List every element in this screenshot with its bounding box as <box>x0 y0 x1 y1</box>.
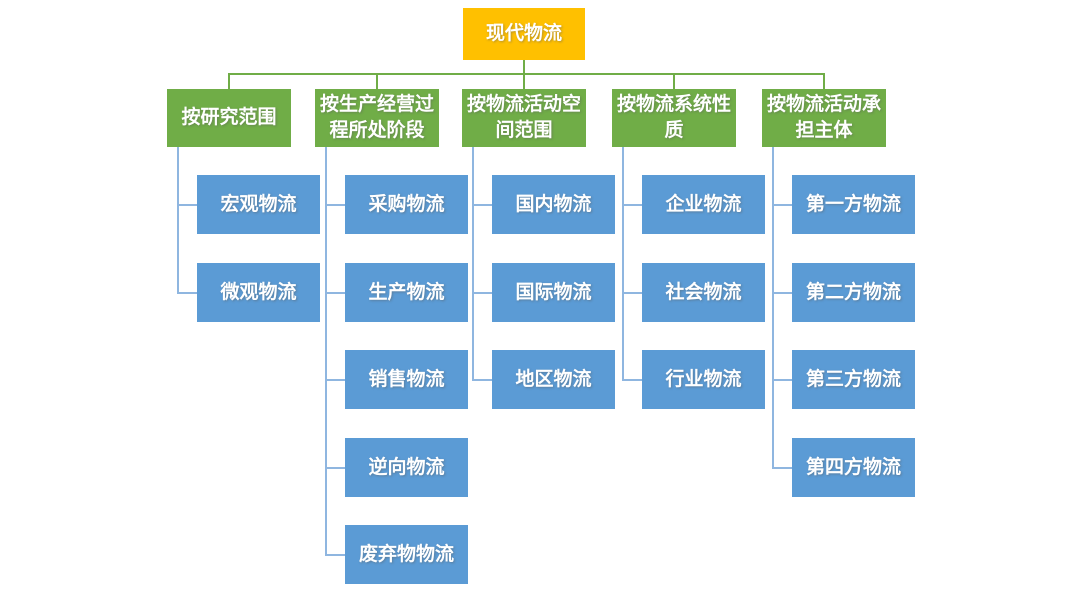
connector-col2-stub1 <box>325 204 345 206</box>
category-system-nature: 按物流系统性质 <box>612 89 736 147</box>
node-macro-logistics: 宏观物流 <box>197 175 320 234</box>
node-first-party-logistics: 第一方物流 <box>792 175 915 234</box>
connector-col3-stub1 <box>472 204 492 206</box>
connector-col4-vertical <box>622 147 624 381</box>
node-enterprise-logistics: 企业物流 <box>642 175 765 234</box>
category-research-scope: 按研究范围 <box>167 89 291 147</box>
connector-col5-stub4 <box>772 467 792 469</box>
connector-col1-stub2 <box>177 292 197 294</box>
node-waste-logistics: 废弃物物流 <box>345 525 468 584</box>
connector-root-drop <box>523 60 525 74</box>
connector-col2-vertical <box>325 147 327 556</box>
connector-drop-col2 <box>376 73 378 89</box>
node-regional-logistics: 地区物流 <box>492 350 615 409</box>
node-micro-logistics: 微观物流 <box>197 263 320 322</box>
connector-drop-col3 <box>523 73 525 89</box>
connector-col2-stub2 <box>325 292 345 294</box>
root-node-modern-logistics: 现代物流 <box>463 8 585 60</box>
connector-col4-stub1 <box>622 204 642 206</box>
connector-col2-stub3 <box>325 379 345 381</box>
connector-col5-stub3 <box>772 379 792 381</box>
connector-col3-vertical <box>472 147 474 381</box>
category-undertaking-entity: 按物流活动承担主体 <box>762 89 886 147</box>
node-procurement-logistics: 采购物流 <box>345 175 468 234</box>
node-reverse-logistics: 逆向物流 <box>345 438 468 497</box>
connector-drop-col1 <box>228 73 230 89</box>
node-sales-logistics: 销售物流 <box>345 350 468 409</box>
node-social-logistics: 社会物流 <box>642 263 765 322</box>
connector-col3-stub2 <box>472 292 492 294</box>
connector-col5-vertical <box>772 147 774 469</box>
node-third-party-logistics: 第三方物流 <box>792 350 915 409</box>
node-second-party-logistics: 第二方物流 <box>792 263 915 322</box>
connector-col5-stub1 <box>772 204 792 206</box>
node-fourth-party-logistics: 第四方物流 <box>792 438 915 497</box>
node-international-logistics: 国际物流 <box>492 263 615 322</box>
connector-col5-stub2 <box>772 292 792 294</box>
connector-col4-stub3 <box>622 379 642 381</box>
category-spatial-scope: 按物流活动空间范围 <box>462 89 586 147</box>
node-industry-logistics: 行业物流 <box>642 350 765 409</box>
connector-root-horizontal <box>228 73 825 75</box>
category-production-stage: 按生产经营过程所处阶段 <box>315 89 439 147</box>
node-domestic-logistics: 国内物流 <box>492 175 615 234</box>
connector-col1-vertical <box>177 147 179 294</box>
connector-col3-stub3 <box>472 379 492 381</box>
node-production-logistics: 生产物流 <box>345 263 468 322</box>
connector-drop-col4 <box>673 73 675 89</box>
connector-col2-stub4 <box>325 467 345 469</box>
connector-col1-stub1 <box>177 204 197 206</box>
connector-col2-stub5 <box>325 554 345 556</box>
connector-col4-stub2 <box>622 292 642 294</box>
connector-drop-col5 <box>823 73 825 89</box>
